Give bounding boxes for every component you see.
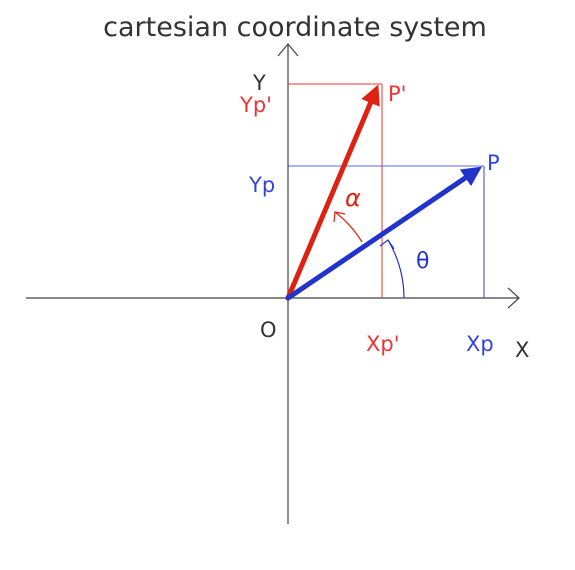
vector-op (285, 166, 482, 301)
alpha-arc (334, 211, 363, 243)
alpha-label: α (345, 184, 361, 212)
theta-arc-arrow (379, 239, 395, 250)
origin-label: O (260, 318, 277, 342)
x-axis-label: X (515, 338, 529, 362)
theta-label: θ (416, 249, 429, 274)
theta-arc (387, 239, 405, 299)
xp-prime-label: Xp' (366, 332, 400, 356)
alpha-arc-arrow (333, 211, 346, 223)
y-axis-label: Y (252, 71, 266, 95)
y-axis-arrowhead (277, 43, 299, 57)
xp-label: Xp (466, 332, 494, 356)
yp-prime-label: Yp' (239, 93, 272, 117)
vector-op-prime (285, 84, 380, 301)
yp-label: Yp (248, 173, 275, 197)
point-p-label: P (487, 151, 500, 175)
diagram-title: cartesian coordinate system (103, 12, 487, 43)
point-p-prime-label: P' (388, 82, 406, 106)
x-axis-arrowhead (507, 287, 520, 309)
